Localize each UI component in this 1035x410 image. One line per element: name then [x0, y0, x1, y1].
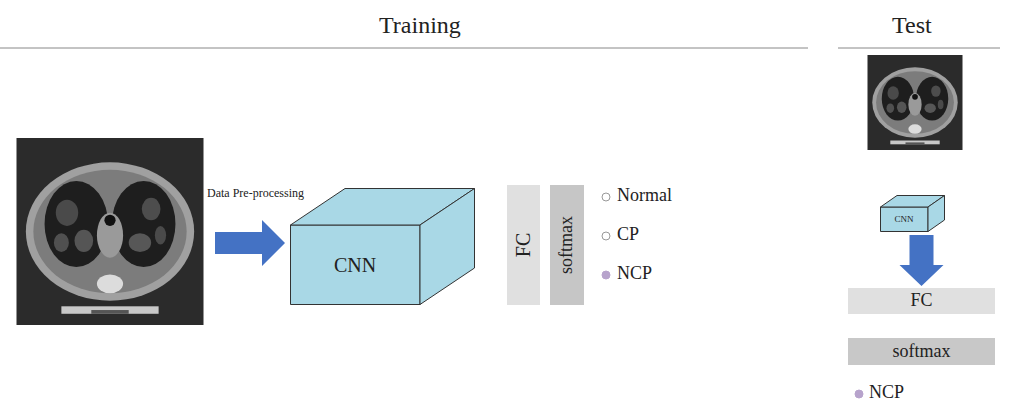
cube-side [928, 196, 945, 232]
class-label: Normal [617, 186, 672, 206]
cnn-block: CNN [290, 188, 475, 305]
softmax-layer: softmax [848, 338, 995, 365]
node-text: FC [513, 233, 535, 257]
ct-scan [868, 55, 963, 150]
heading-rule [838, 48, 1000, 49]
cube-outline [880, 195, 945, 232]
option-circle [602, 232, 610, 240]
softmax-layer: softmax [550, 185, 584, 305]
node-text: FC [910, 291, 932, 311]
class-label: NCP [617, 264, 652, 284]
heading-rule [0, 48, 808, 49]
cube-front [881, 207, 929, 232]
node-text: softmax [557, 216, 577, 274]
flow-arrow [900, 235, 944, 286]
section-heading: Test [892, 12, 932, 38]
option-dot [855, 390, 863, 398]
node-text: CNN [334, 254, 376, 276]
cube-side [420, 189, 475, 305]
cnn-block: CNN [880, 195, 945, 232]
class-label: CP [617, 225, 639, 245]
node-text: CNN [894, 215, 913, 225]
class-label: NCP [869, 383, 904, 403]
option-circle [602, 193, 610, 201]
ct-scan [17, 138, 204, 325]
option-dot [602, 271, 610, 279]
section-heading: Training [379, 12, 461, 38]
step-label: Data Pre-processing [207, 187, 304, 200]
fat-arrow [215, 220, 285, 266]
cube-front [291, 225, 421, 305]
fc-layer: FC [507, 185, 540, 305]
cube-outline [290, 188, 475, 305]
fc-layer: FC [848, 288, 995, 314]
node-text: softmax [893, 342, 951, 362]
